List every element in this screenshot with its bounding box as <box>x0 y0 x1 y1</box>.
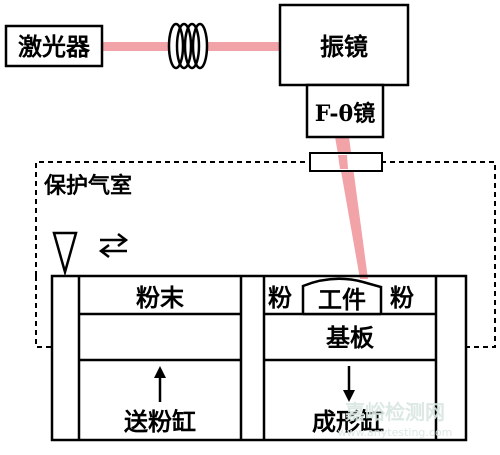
build-cylinder: 粉 工件 粉 基板 成形缸 <box>264 277 436 436</box>
fiber-coil-icon <box>167 22 209 70</box>
galvo-label: 振镜 <box>320 33 368 61</box>
laser-beam-through-window <box>338 155 348 169</box>
up-arrow-icon <box>154 366 166 402</box>
laser-beam-focused <box>335 137 368 279</box>
powder-right-label: 粉 <box>390 284 414 312</box>
workpiece-shape <box>301 277 383 314</box>
watermark-url: www.anytesting.com <box>338 426 453 439</box>
laser-beam-horizontal-right <box>208 42 280 51</box>
protective-chamber-outline <box>35 161 496 348</box>
recoater-blade-icon <box>52 231 78 277</box>
watermark: 嘉峪检测网 www.anytesting.com <box>338 400 453 439</box>
substrate-label: 基板 <box>326 324 375 352</box>
workpiece-label: 工件 <box>318 286 366 314</box>
chamber-label: 保护气室 <box>43 173 132 199</box>
recoater-motion-arrows-icon <box>98 233 129 258</box>
laser-unit: 激光器 <box>4 24 104 68</box>
f-theta-lens: F-θ镜 <box>305 83 385 139</box>
down-arrow-icon <box>343 366 355 402</box>
laser-label: 激光器 <box>18 33 91 61</box>
build-cylinder-label: 成形缸 <box>312 408 384 436</box>
galvo-scanner: 振镜 <box>278 3 410 87</box>
watermark-text: 嘉峪检测网 <box>344 400 445 424</box>
f-theta-label: F-θ镜 <box>315 101 375 127</box>
powder-feed-cylinder: 粉末 送粉缸 <box>79 284 241 436</box>
powder-label: 粉末 <box>136 284 185 312</box>
machine-base <box>50 274 468 442</box>
feed-cylinder-label: 送粉缸 <box>124 408 196 436</box>
powder-left-label: 粉 <box>268 284 292 312</box>
laser-beam-horizontal-left <box>102 42 170 51</box>
